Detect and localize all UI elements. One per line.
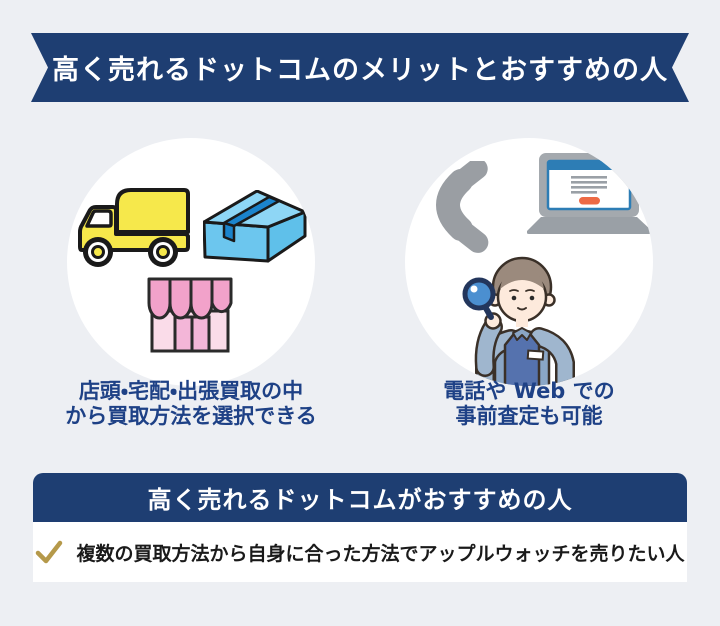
buying-methods-circle xyxy=(67,138,315,386)
pre-appraisal-circle xyxy=(405,138,653,386)
laptop-icon xyxy=(527,153,653,234)
phone-handset-icon xyxy=(436,161,489,253)
pre-appraisal-caption: 電話や Web での 事前査定も可能 xyxy=(379,379,679,429)
buying-methods-caption: 店頭・宅配・出張買取の中 から買取方法を選択できる xyxy=(41,379,341,429)
recommendation-item-text: 複数の買取方法から自身に合った方法でアップルウォッチを売りたい人 xyxy=(76,542,685,565)
truck-icon xyxy=(78,188,190,267)
top-ribbon-banner: 高く売れるドットコムのメリットとおすすめの人 xyxy=(31,33,689,102)
caption-line: 店頭・宅配・出張買取の中 xyxy=(78,379,304,403)
storefront-icon xyxy=(147,277,233,353)
recommendation-card-header: 高く売れるドットコムがおすすめの人 xyxy=(33,473,687,522)
caption-line: 事前査定も可能 xyxy=(455,404,603,428)
banner-title: 高く売れるドットコムのメリットとおすすめの人 xyxy=(52,55,668,86)
appraiser-person-icon xyxy=(462,256,575,386)
recommendation-title: 高く売れるドットコムがおすすめの人 xyxy=(147,486,573,514)
recommendation-card-body: 複数の買取方法から自身に合った方法でアップルウォッチを売りたい人 xyxy=(33,522,687,582)
package-box-icon xyxy=(203,190,307,263)
recommendation-card: 高く売れるドットコムがおすすめの人 複数の買取方法から自身に合った方法でアップル… xyxy=(33,473,687,582)
checkmark-icon xyxy=(36,540,63,564)
caption-line: 電話や Web での xyxy=(443,379,615,403)
caption-line: から買取方法を選択できる xyxy=(65,404,317,428)
